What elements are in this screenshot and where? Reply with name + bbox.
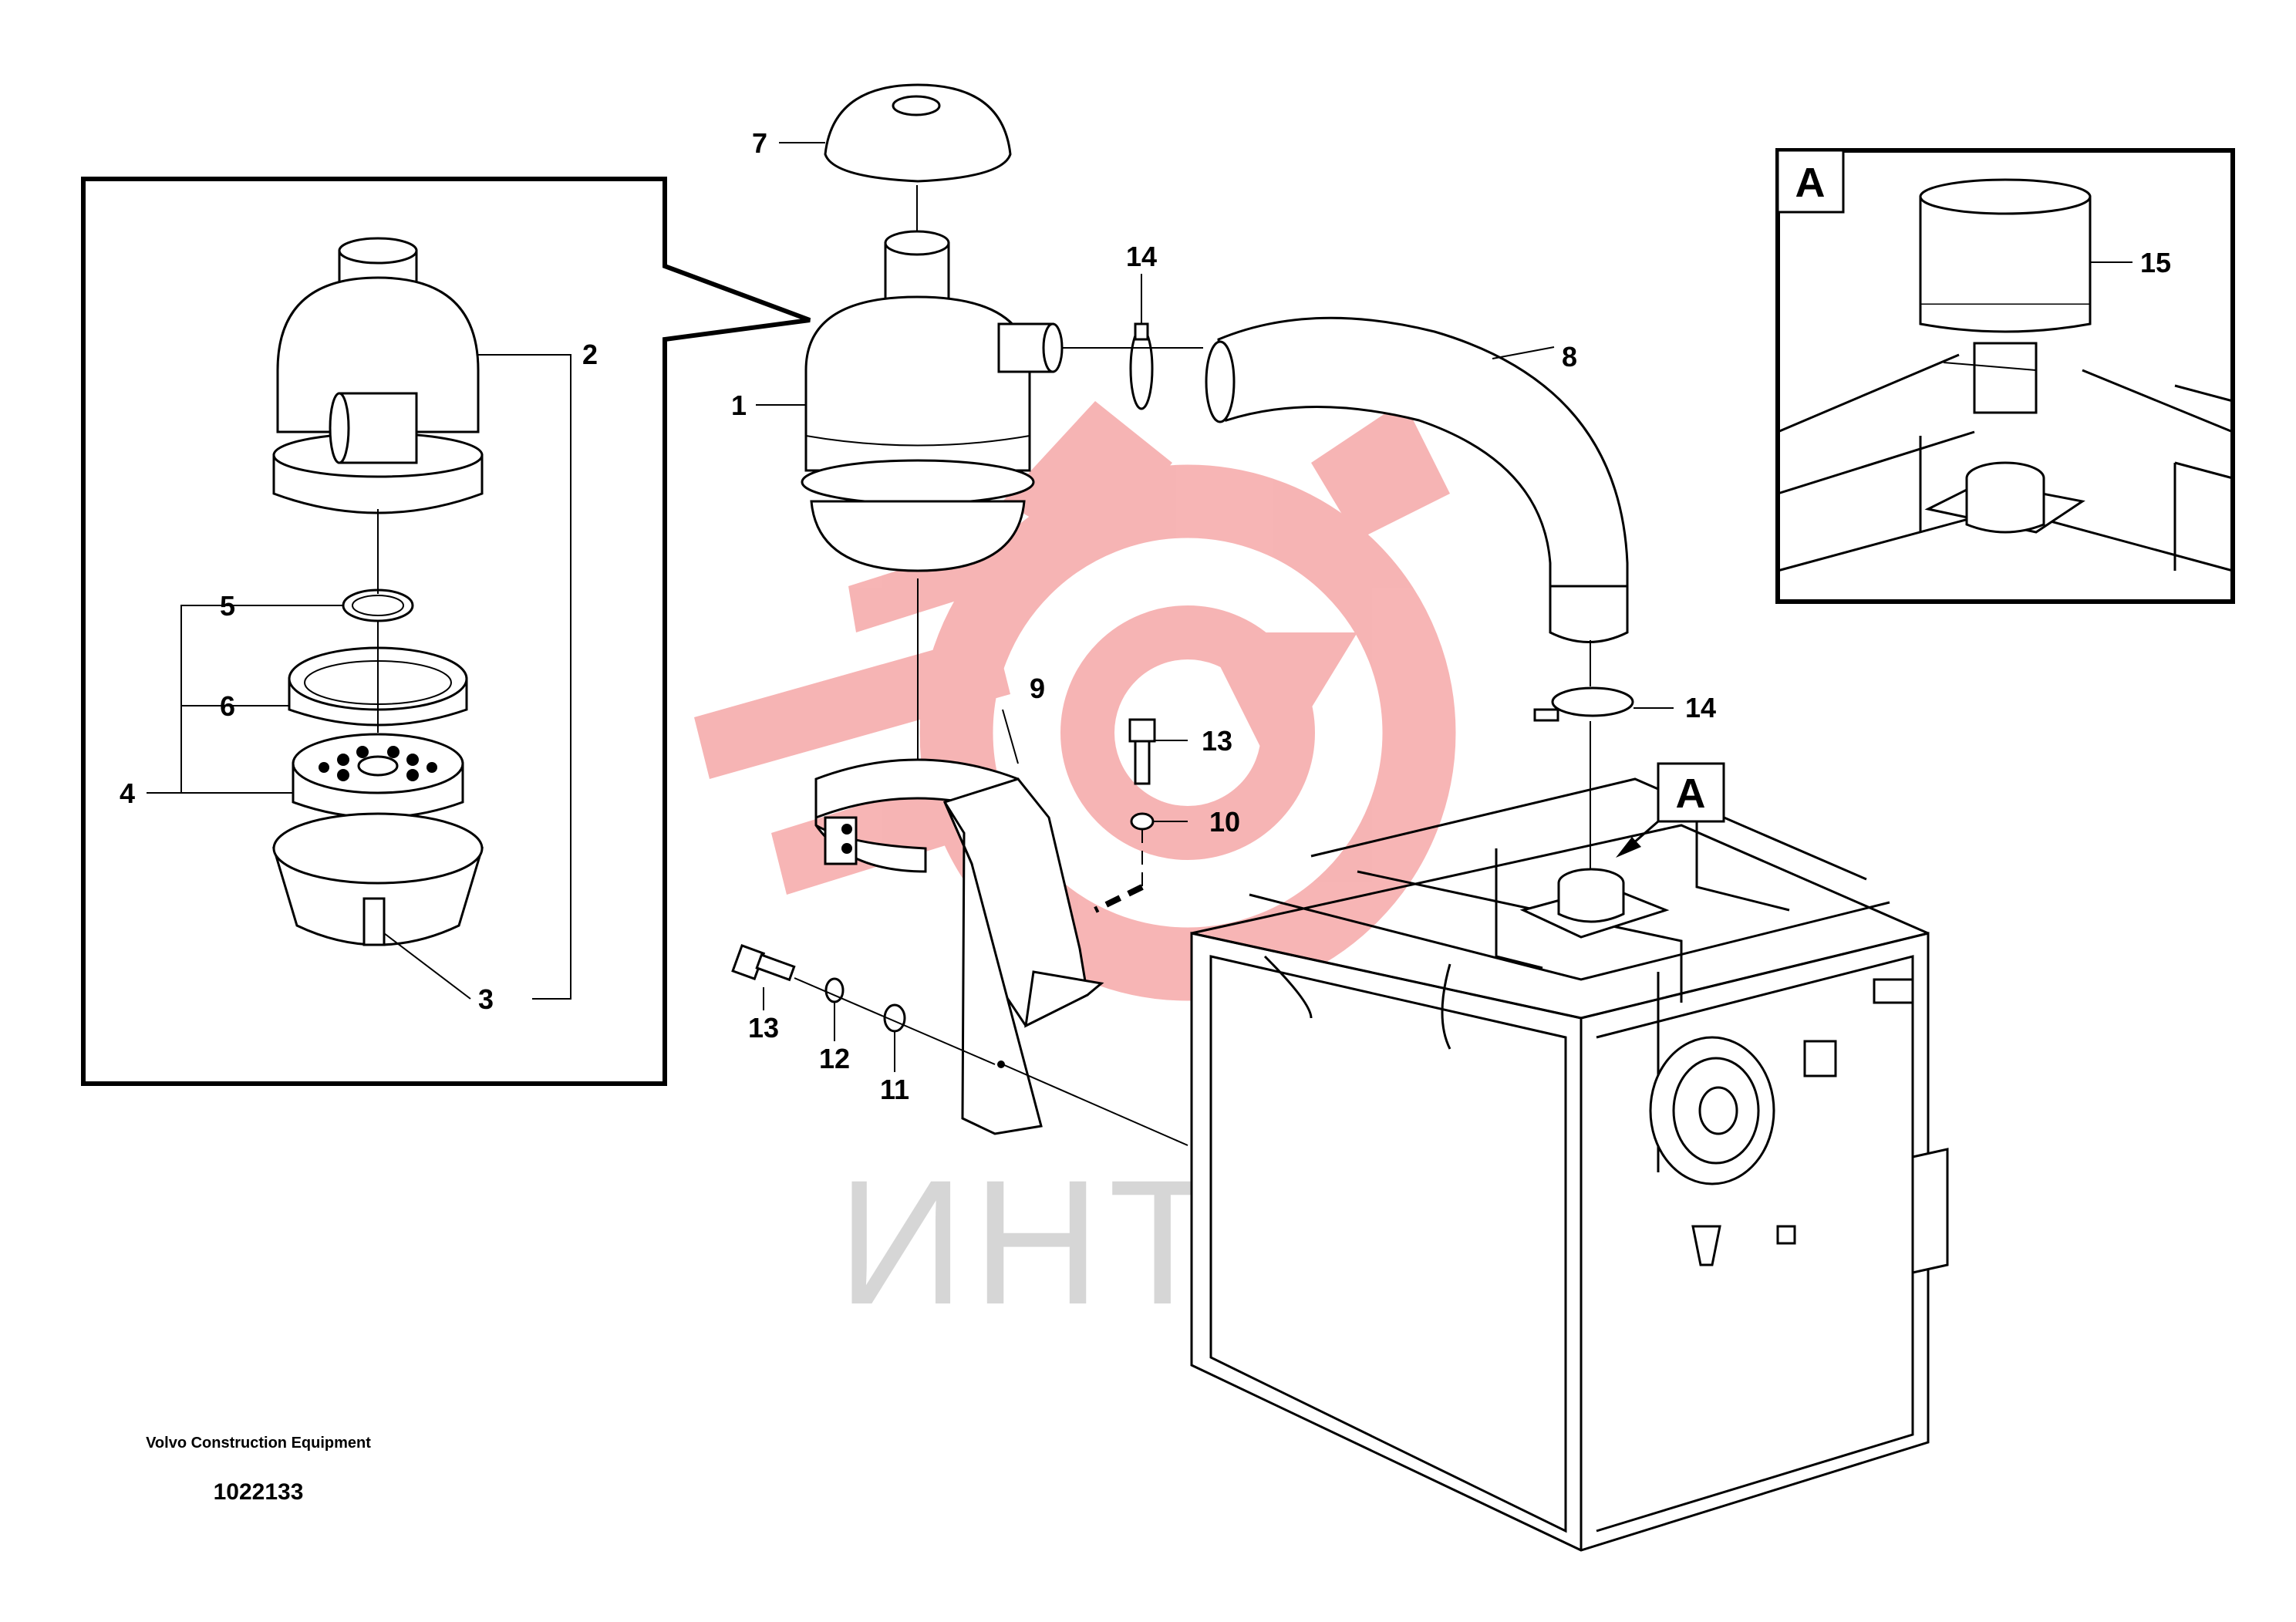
filter-element bbox=[292, 733, 464, 819]
washer-11 bbox=[883, 1003, 906, 1033]
callout-14-upper: 14 bbox=[1126, 241, 1157, 272]
callout-9: 9 bbox=[1030, 673, 1045, 704]
air-filter-body bbox=[801, 230, 1064, 572]
callout-13-upper: 13 bbox=[1202, 725, 1232, 757]
callout-13-lower: 13 bbox=[748, 1012, 779, 1044]
callout-14-lower: 14 bbox=[1685, 692, 1716, 723]
washer-upper bbox=[1130, 812, 1155, 831]
callout-11: 11 bbox=[880, 1074, 909, 1105]
drawing-number: 1022133 bbox=[213, 1479, 304, 1505]
callout-4: 4 bbox=[120, 777, 135, 809]
intake-hose bbox=[1205, 316, 1629, 643]
svg-text:A: A bbox=[1795, 160, 1826, 206]
machine-frame bbox=[1190, 777, 1949, 1552]
callout-3: 3 bbox=[478, 983, 494, 1015]
callout-15: 15 bbox=[2140, 247, 2171, 278]
hose-clamp-lower bbox=[1533, 686, 1634, 722]
callout-8: 8 bbox=[1562, 341, 1577, 373]
filter-housing-top bbox=[272, 237, 484, 514]
detail-a-box: A bbox=[1775, 148, 2235, 604]
watermark-logo bbox=[694, 401, 1456, 1001]
washer-12 bbox=[824, 977, 845, 1003]
callout-6: 6 bbox=[220, 690, 235, 722]
callout-12: 12 bbox=[819, 1043, 850, 1074]
dust-bowl bbox=[271, 812, 484, 946]
filter-bracket bbox=[814, 758, 1188, 1146]
view-a-marker: A bbox=[1616, 762, 1725, 858]
rain-cap bbox=[824, 83, 1012, 183]
filter-detail-box bbox=[81, 177, 811, 1086]
callout-1: 1 bbox=[731, 389, 747, 421]
callout-5: 5 bbox=[220, 590, 235, 622]
o-ring-small bbox=[342, 588, 414, 622]
callout-10: 10 bbox=[1209, 806, 1240, 838]
bolt-upper bbox=[1128, 718, 1156, 785]
svg-text:A: A bbox=[1676, 771, 1706, 817]
callout-2: 2 bbox=[582, 339, 598, 370]
credit-company: Volvo Construction Equipment bbox=[146, 1435, 371, 1452]
bolt-lower bbox=[731, 944, 796, 982]
callout-7: 7 bbox=[752, 127, 767, 159]
hose-clamp-upper bbox=[1129, 322, 1154, 410]
